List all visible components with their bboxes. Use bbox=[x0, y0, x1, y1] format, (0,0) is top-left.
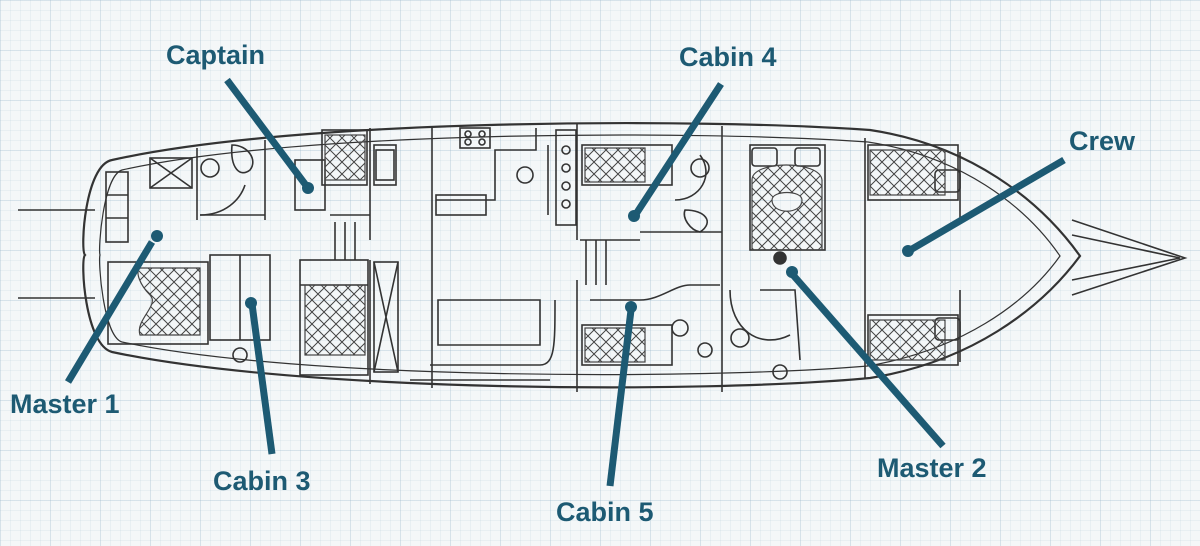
pointer-master-2 bbox=[790, 272, 946, 449]
pointer-captain bbox=[224, 77, 311, 191]
label-crew: Crew bbox=[1069, 126, 1136, 156]
pointer-master-1 bbox=[64, 240, 156, 384]
label-cabin-5: Cabin 5 bbox=[556, 497, 654, 527]
bunk-hatching bbox=[137, 134, 946, 363]
cabin-pointers bbox=[64, 77, 1066, 487]
label-master-2: Master 2 bbox=[877, 453, 987, 483]
pointer-dot-master-1 bbox=[151, 230, 163, 242]
pointer-dot-cabin-4 bbox=[628, 210, 640, 222]
pointer-cabin-5 bbox=[606, 309, 635, 487]
pointer-dot-cabin-3 bbox=[245, 297, 257, 309]
label-captain: Captain bbox=[166, 40, 266, 70]
label-cabin-3: Cabin 3 bbox=[213, 466, 311, 496]
pointer-dot-cabin-5 bbox=[625, 301, 637, 313]
pointer-dot-captain bbox=[302, 182, 314, 194]
pointer-crew bbox=[910, 156, 1066, 253]
pointer-cabin-3 bbox=[248, 303, 276, 455]
label-master-1: Master 1 bbox=[10, 389, 120, 419]
pointer-cabin-4 bbox=[633, 82, 724, 216]
label-cabin-4: Cabin 4 bbox=[679, 42, 777, 72]
pointer-dot-master-2 bbox=[786, 266, 798, 278]
pointer-dot-crew bbox=[902, 245, 914, 257]
